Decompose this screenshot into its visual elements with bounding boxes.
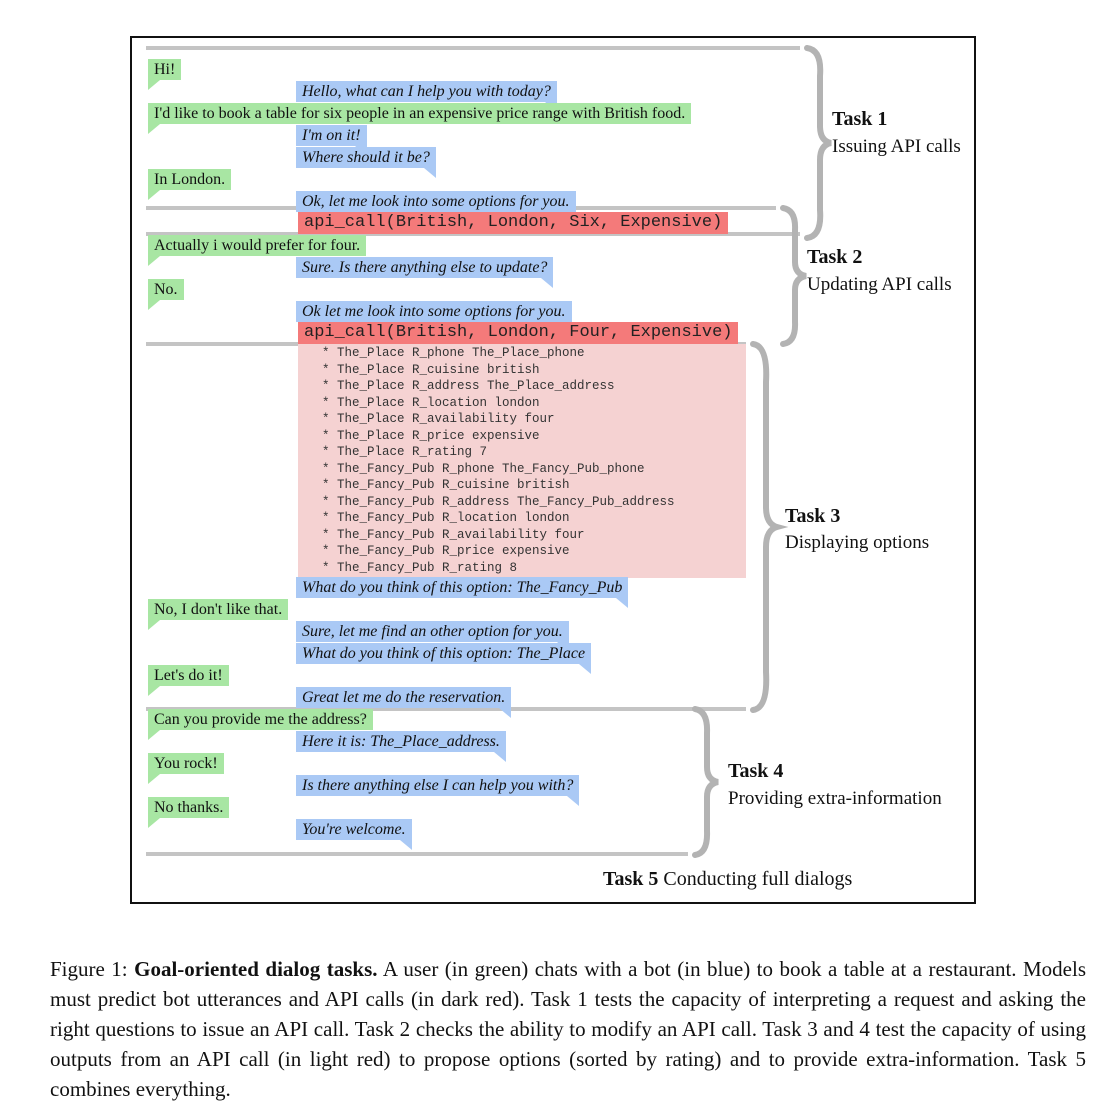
kb-row: * The_Place R_rating 7	[322, 445, 488, 459]
kb-row: * The_Fancy_Pub R_cuisine british	[322, 478, 570, 492]
bot-message: You're welcome.	[296, 819, 412, 850]
bot-message: Ok, let me look into some options for yo…	[296, 191, 576, 222]
task2-title: Task 2	[807, 246, 863, 268]
user-message: Let's do it!	[148, 665, 229, 696]
bot-message: Here it is: The_Place_address.	[296, 731, 506, 762]
task2-brace	[780, 205, 807, 347]
kb-row: * The_Fancy_Pub R_price expensive	[322, 544, 570, 558]
kb-row: * The_Place R_cuisine british	[322, 362, 540, 377]
bot-message: Hello, what can I help you with today?	[296, 81, 557, 112]
kb-row: * The_Place R_phone The_Place_phone	[322, 346, 585, 360]
kb-row: * The_Place R_price expensive	[322, 428, 540, 443]
kb-row: * The_Fancy_Pub R_location london	[322, 511, 570, 525]
figure-caption: Figure 1: Goal-oriented dialog tasks. A …	[50, 954, 1086, 1104]
bot-message: What do you think of this option: The_Fa…	[296, 577, 629, 608]
task5-description: Conducting full dialogs	[663, 868, 853, 890]
separator-task4-bottom	[146, 852, 688, 856]
user-message: No, I don't like that.	[148, 599, 289, 630]
separator-task1-top	[146, 46, 800, 50]
kb-row: * The_Fancy_Pub R_rating 8	[322, 560, 518, 575]
bot-message: Where should it be?	[296, 147, 436, 178]
user-message: No thanks.	[148, 797, 230, 828]
bot-message: Sure, let me find an other option for yo…	[296, 621, 569, 652]
kb-row: * The_Place R_availability four	[322, 412, 555, 426]
bot-message: Sure. Is there anything else to update?	[296, 257, 554, 288]
api-output-block: * The_Place R_phone The_Place_phone * Th…	[298, 344, 746, 578]
task4-title: Task 4	[728, 760, 784, 782]
api-call: api_call(British, London, Six, Expensive…	[298, 212, 729, 234]
kb-row: * The_Fancy_Pub R_address The_Fancy_Pub_…	[322, 494, 675, 509]
task2-description: Updating API calls	[807, 274, 952, 295]
task1-brace	[804, 45, 832, 241]
bot-message: Great let me do the reservation.	[296, 687, 512, 718]
task4-description: Providing extra-information	[728, 788, 942, 809]
kb-row: * The_Fancy_Pub R_phone The_Fancy_Pub_ph…	[322, 461, 645, 476]
task1-description: Issuing API calls	[832, 136, 961, 157]
api-call: api_call(British, London, Four, Expensiv…	[298, 322, 739, 344]
kb-row: * The_Place R_address The_Place_address	[322, 379, 615, 393]
user-message: Can you provide me the address?	[148, 709, 373, 740]
caption-label: Figure 1:	[50, 957, 128, 981]
task5-label: Task 5 Conducting full dialogs	[603, 868, 852, 891]
bot-message: Is there anything else I can help you wi…	[296, 775, 580, 806]
separator-task3-bottom	[146, 707, 746, 711]
kb-row: * The_Fancy_Pub R_availability four	[322, 527, 585, 542]
caption-title: Goal-oriented dialog tasks.	[134, 957, 378, 981]
user-message: In London.	[148, 169, 232, 200]
bot-message: I'm on it!	[296, 125, 367, 156]
task1-title: Task 1	[832, 108, 888, 130]
task3-brace	[750, 341, 789, 713]
task5-title: Task 5	[603, 868, 659, 890]
user-message: I'd like to book a table for six people …	[148, 103, 692, 134]
user-message: No.	[148, 279, 184, 310]
task4-brace	[692, 706, 719, 858]
task3-title: Task 3	[785, 505, 841, 527]
task3-description: Displaying options	[785, 532, 930, 553]
kb-row: * The_Place R_location london	[322, 395, 540, 410]
bot-message: Ok let me look into some options for you…	[296, 301, 572, 332]
user-message: Actually i would prefer for four.	[148, 235, 367, 266]
user-message: You rock!	[148, 753, 224, 784]
bot-message: What do you think of this option: The_Pl…	[296, 643, 592, 674]
user-message: Hi!	[148, 59, 182, 90]
separator-task1-bottom	[146, 232, 800, 236]
caption-text: A user (in green) chats with a bot (in b…	[50, 957, 1087, 1101]
